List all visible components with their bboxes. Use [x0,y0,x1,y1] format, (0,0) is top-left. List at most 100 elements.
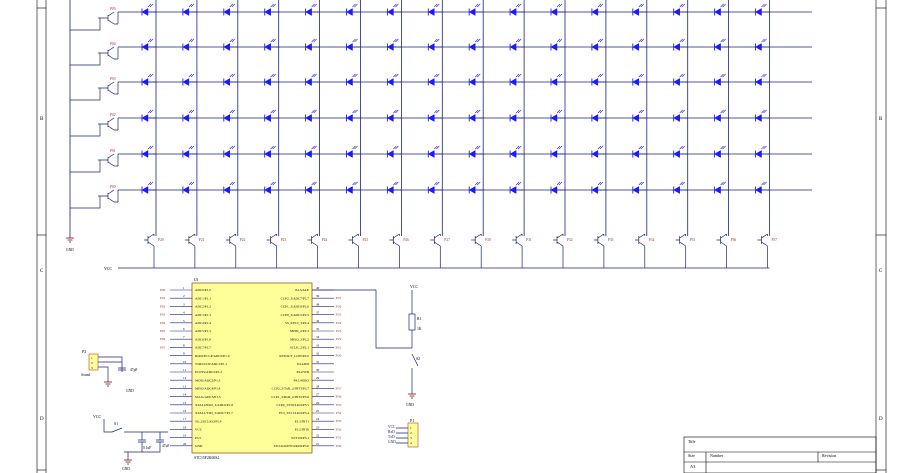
led-arrows [597,181,604,186]
pin-net: P20 [336,354,342,358]
mcu-u1: U1STC15F2K60S21ADC0/P1.0P002ADC1/P1.1P01… [160,278,342,460]
led-body [632,114,640,122]
led-arrows [474,109,481,114]
led-body [550,150,558,158]
uart-net-rxd: RxD [388,430,395,434]
col-label-p34: P34 [649,238,655,242]
uart-pin-2: 2 [410,431,412,435]
led [509,145,525,158]
led-arrows [515,73,522,78]
pin-net: P23 [336,329,342,333]
led [468,109,484,122]
col-label-p22: P22 [240,238,246,242]
led [632,145,647,158]
matrix-col-p24: P24 [305,0,327,268]
led-body [386,186,394,194]
led [346,38,361,51]
reset-gnd-label: GND [122,467,130,471]
led [223,38,238,51]
led-arrows [229,109,236,114]
pin-number: 11 [183,368,186,372]
led-arrows [474,38,481,43]
pin-name: P4.1/MISO [293,378,309,382]
led-arrows [270,73,276,78]
pin-net: P31 [336,436,342,440]
col-label-p36: P36 [731,238,737,242]
led [182,145,197,158]
led [141,73,156,86]
reset-circuit: VCC S1 0.1uF 47uF GND [93,414,169,471]
led-body [509,8,517,16]
pin-name: MOSI_2/P2.3 [290,329,309,333]
pin-name: MISO/ADC4/P1.4 [195,387,221,391]
led [427,109,443,122]
reset-vcc-label: VCC [93,414,102,419]
led-body [468,8,476,16]
pin-number: 24 [316,417,320,421]
zone-right-d: D [879,417,883,422]
pin-name: SCLK/ADC5/P1.5 [195,395,221,399]
pin-number: 25 [316,409,320,413]
pin-net: P22 [336,337,342,341]
matrix-col-p27: P27 [427,0,450,268]
pin-net: P03 [160,313,166,317]
col-transistor [144,233,155,268]
row-transistor [98,117,118,131]
led-body [223,186,231,194]
led-body [264,114,271,122]
zone-left-d: D [40,417,44,422]
led-body [673,150,680,158]
led-arrows [393,73,399,78]
led [673,145,688,158]
led-arrows [474,181,481,186]
led [264,145,279,158]
matrix-col-p23: P23 [264,0,286,268]
led-arrows [515,181,522,186]
led-body [182,150,190,158]
led-arrows [679,109,685,114]
title-block-revision: Revision [822,453,836,458]
pin-number: 8 [183,343,185,347]
matrix-vcc-label: VCC [104,266,113,271]
row-label-p00: P00 [110,185,116,189]
led-body [591,186,599,194]
led-body [632,8,640,16]
led-arrows [720,38,726,43]
led-arrows [761,109,767,114]
led [386,73,402,86]
led [427,181,443,194]
pin-name: RSTOUT_LOW/P2.0 [279,354,309,358]
led [141,109,156,122]
led-arrows [679,145,685,150]
matrix-row-p00: P00 [98,185,812,203]
matrix-col-p37: P37 [755,0,777,268]
led-arrows [393,145,399,150]
pin-net: P33 [336,419,342,423]
pin-name: T2CLKO/INT4/RxD/P3.0 [273,444,309,448]
led [346,3,361,16]
led-arrows [638,145,645,150]
led-body [468,114,476,122]
led-arrows [188,73,195,78]
led-arrows [515,109,522,114]
led-arrows [352,3,358,8]
led [755,145,770,158]
led-body [305,8,312,16]
row-emitter-wire [70,160,101,173]
pin-name: CCP1_3/ADC6/P2.6 [281,305,310,309]
pin-number: 1 [183,286,185,290]
pin-net: P37 [336,386,342,390]
pin-number: 28 [316,384,320,388]
led [182,181,197,194]
led-arrows [720,3,726,8]
col-transistor [553,233,564,268]
